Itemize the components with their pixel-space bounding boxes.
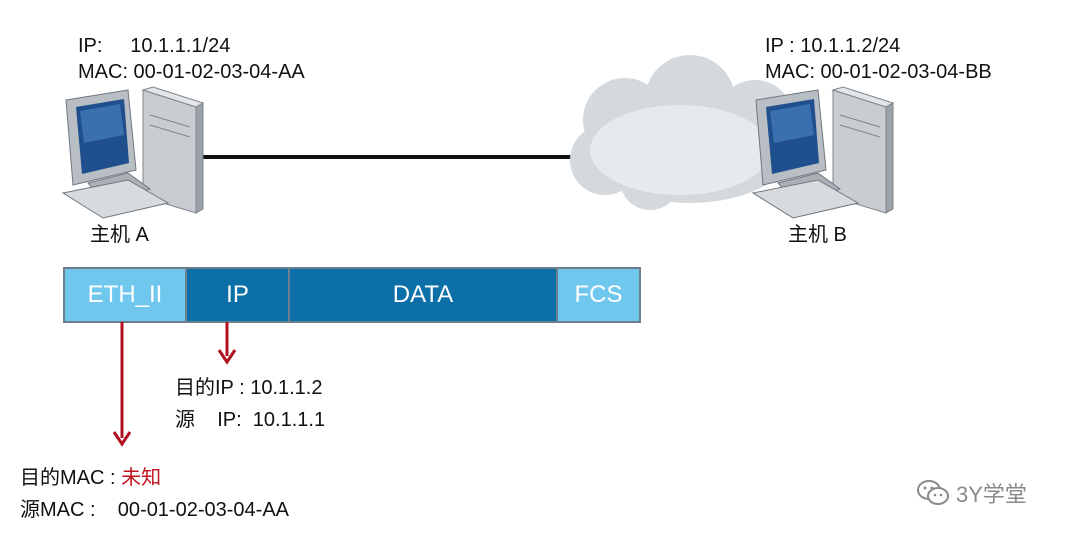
- segment-eth-ii: ETH_II: [65, 269, 185, 321]
- host-a-mac: MAC: 00-01-02-03-04-AA: [78, 61, 305, 83]
- src-ip-text: 源 IP: 10.1.1.1: [175, 409, 326, 431]
- dest-ip-text: 目的IP : 10.1.1.2: [175, 377, 323, 399]
- computer-a-icon: [61, 86, 205, 219]
- segment-data: DATA: [288, 269, 556, 321]
- ip-arrow-icon: [217, 322, 237, 365]
- cloud-icon: [570, 55, 795, 210]
- dest-mac-label: 目的MAC :: [20, 467, 122, 489]
- src-mac-text: 源MAC : 00-01-02-03-04-AA: [20, 499, 289, 521]
- host-a-name: 主机 A: [90, 224, 149, 246]
- watermark: 3Y学堂: [916, 477, 1027, 509]
- segment-fcs: FCS: [556, 269, 639, 321]
- host-a-ip: IP: 10.1.1.1/24: [78, 35, 231, 57]
- segment-ip: IP: [185, 269, 288, 321]
- host-b-mac: MAC: 00-01-02-03-04-BB: [765, 61, 992, 83]
- watermark-text: 3Y学堂: [956, 482, 1027, 507]
- wechat-icon: [917, 480, 949, 505]
- ethernet-frame: ETH_II IP DATA FCS: [63, 267, 641, 323]
- host-b-ip: IP : 10.1.1.2/24: [765, 35, 901, 57]
- computer-b-icon: [751, 86, 895, 219]
- dest-mac-value: 未知: [121, 467, 162, 489]
- mac-arrow-icon: [112, 322, 132, 447]
- host-b-name: 主机 B: [788, 224, 847, 246]
- dest-mac-text: 目的MAC : 未知: [20, 465, 161, 491]
- network-diagram: [195, 55, 795, 210]
